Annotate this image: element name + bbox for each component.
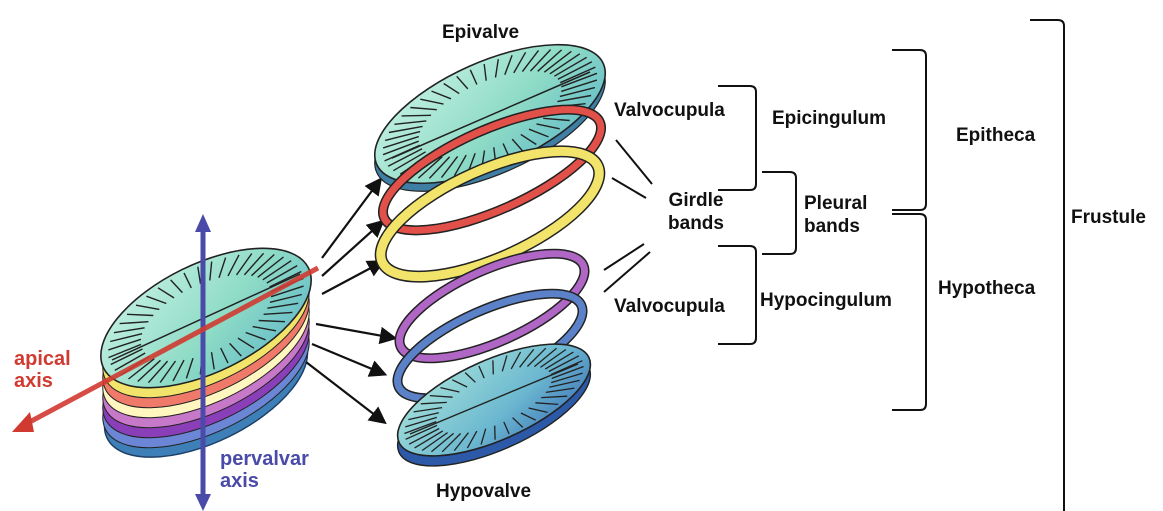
hypocingulum-label: Hypocingulum xyxy=(760,289,892,312)
girdle-connectors xyxy=(604,140,652,292)
epicingulum-label: Epicingulum xyxy=(772,107,886,130)
pervalvar-axis-line-2: axis xyxy=(220,470,309,492)
assembled-frustule xyxy=(80,219,332,484)
valvocupula-bottom-label: Valvocupula xyxy=(614,295,725,318)
hypotheca-label: Hypotheca xyxy=(938,277,1035,300)
apical-axis-line-2: axis xyxy=(14,370,71,392)
pervalvar-axis-line-1: pervalvar xyxy=(220,448,309,470)
valve-stria xyxy=(402,115,432,116)
girdle-bands-label: Girdle bands xyxy=(650,189,742,235)
epivalve-label: Epivalve xyxy=(442,21,519,44)
pervalvar-axis-label: pervalvar axis xyxy=(220,448,309,492)
girdle-bands-line-2: bands xyxy=(650,212,742,235)
epitheca-label: Epitheca xyxy=(956,124,1035,147)
pleural-bands-label: Pleural bands xyxy=(804,192,867,238)
apical-axis-label: apical axis xyxy=(14,348,71,392)
frustule-label: Frustule xyxy=(1071,206,1146,229)
valvocupula-top-label: Valvocupula xyxy=(614,99,725,122)
hypovalve-label: Hypovalve xyxy=(436,480,531,503)
brackets xyxy=(718,20,1064,511)
apical-axis-line-1: apical xyxy=(14,348,71,370)
pleural-bands-line-1: Pleural xyxy=(804,192,867,215)
pleural-bands-line-2: bands xyxy=(804,215,867,238)
girdle-bands-line-1: Girdle xyxy=(650,189,742,212)
